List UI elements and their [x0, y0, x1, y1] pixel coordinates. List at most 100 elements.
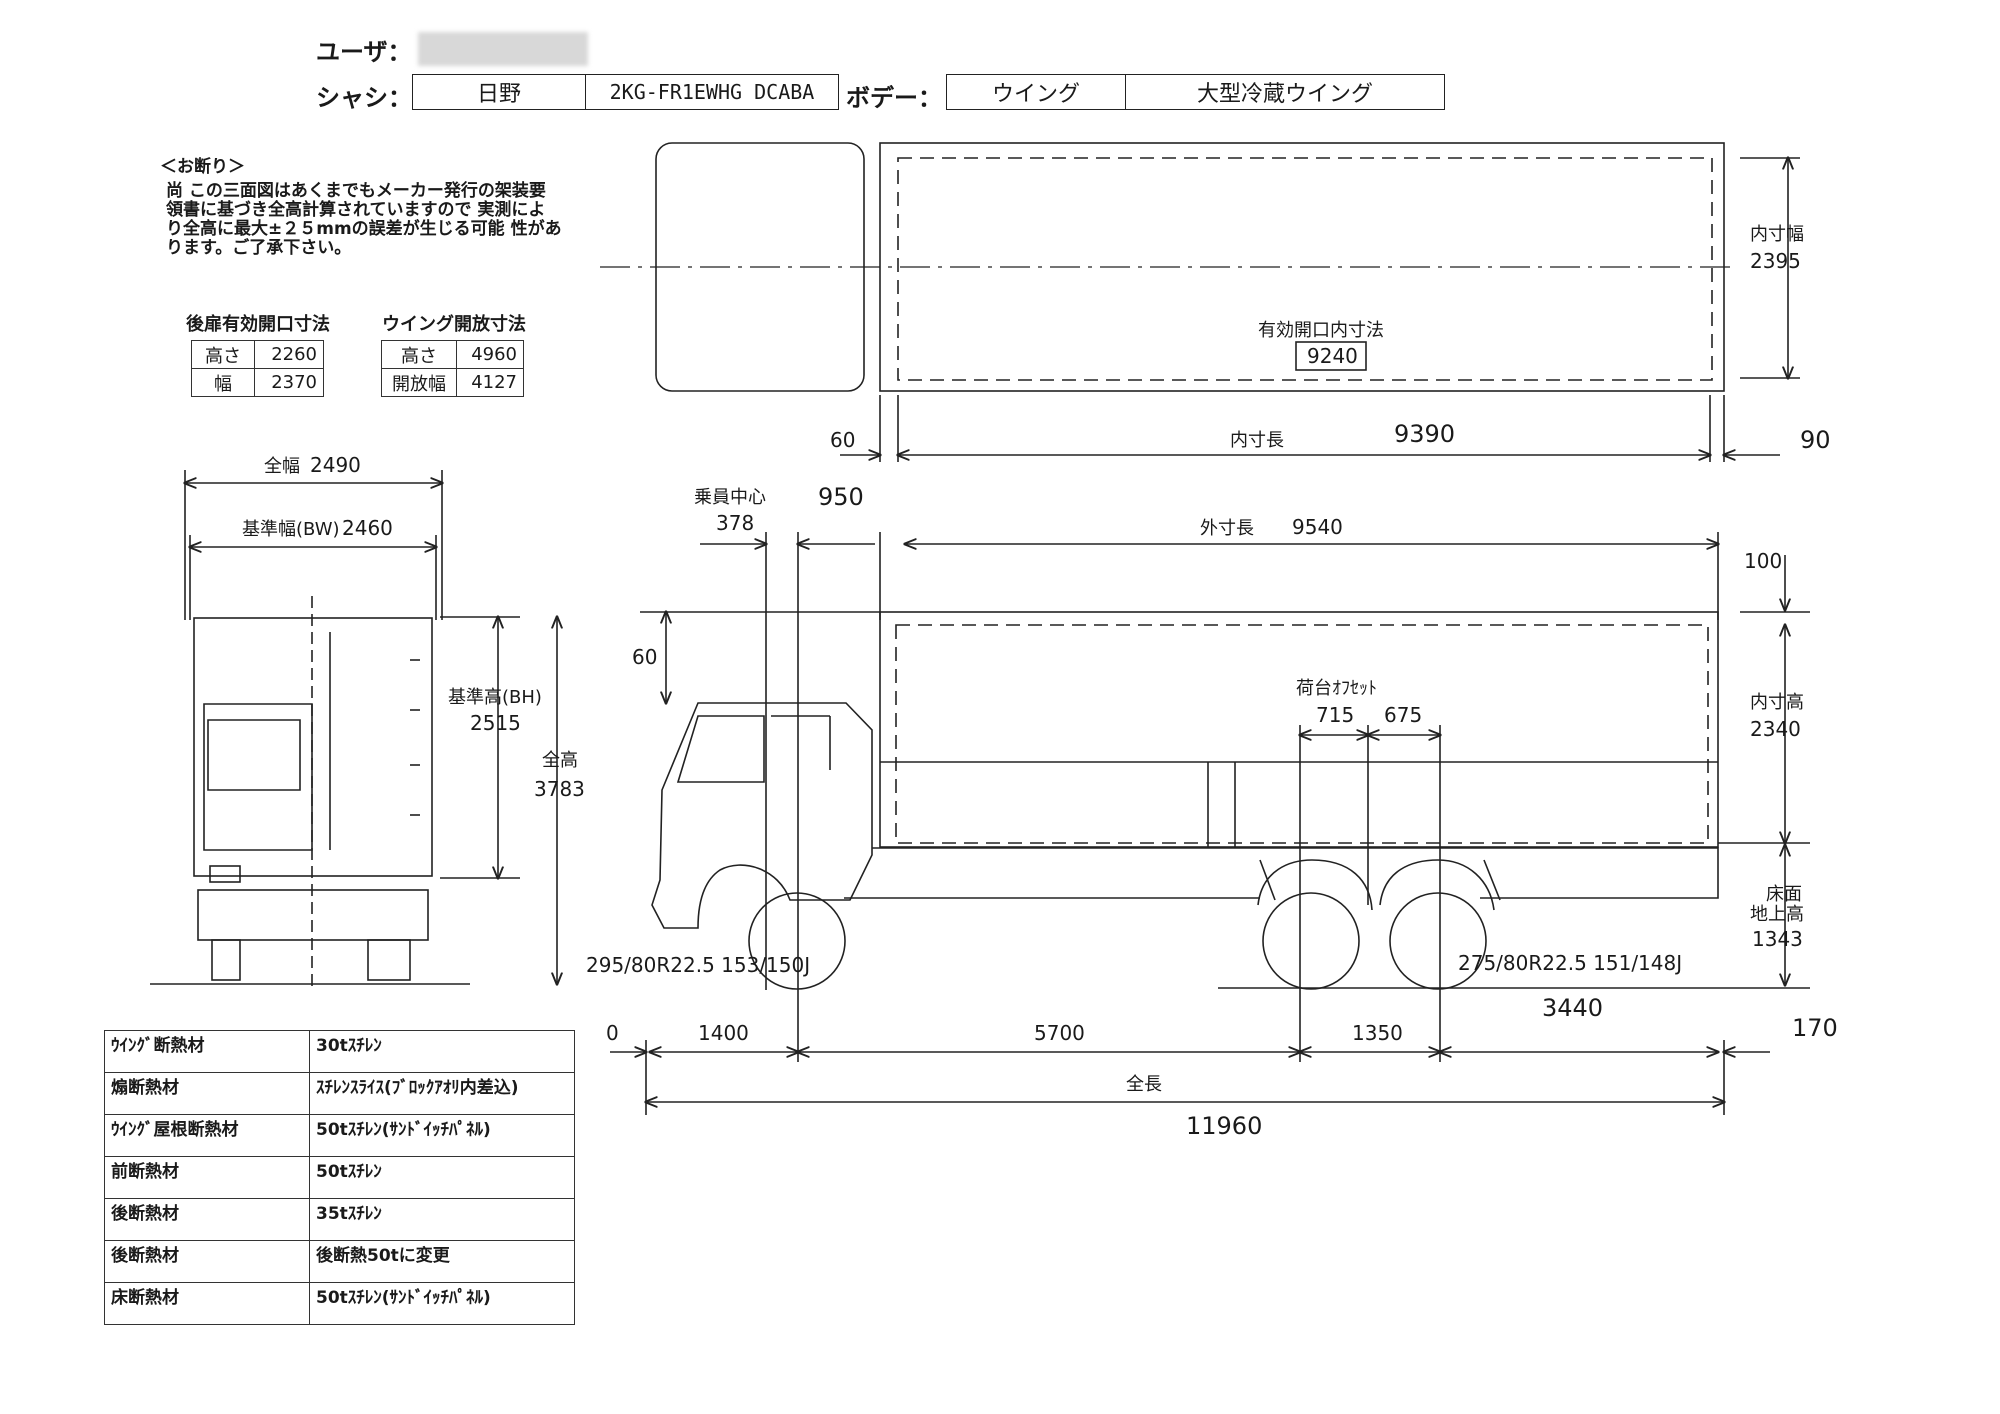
opening-value-box — [1295, 341, 1367, 371]
wing-open-width-key: 開放幅 — [381, 368, 457, 397]
overall-width-label: 全幅 — [264, 456, 300, 477]
material-key: ｳｲﾝｸﾞ屋根断熱材 — [104, 1114, 310, 1157]
front-view-tire-left — [211, 939, 241, 981]
inner-height-label: 内寸高 — [1750, 692, 1804, 713]
side-view-body-outer — [879, 611, 1719, 848]
deck-offset-label: 荷台ｵﾌｾｯﾄ — [1296, 678, 1377, 699]
rear-door-width-key: 幅 — [191, 368, 255, 397]
dim-front-overhang-value: 1400 — [698, 1021, 749, 1045]
notice-line-3: り全高に最大±２５mmの誤差が生じる可能 性があ — [166, 219, 562, 239]
notice-line-4: ります。ご了承下さい。 — [166, 238, 352, 258]
offset-a-value: 715 — [1316, 703, 1354, 727]
redacted-user-name — [418, 32, 588, 66]
table-row: 幅 2370 — [191, 368, 324, 397]
material-value: 35tｽﾁﾚﾝ — [309, 1198, 575, 1241]
total-height-value: 3783 — [534, 777, 585, 801]
wing-open-width-value: 4127 — [456, 368, 524, 397]
rear-door-height-value: 2260 — [254, 340, 324, 369]
dim-tandem-value: 1350 — [1352, 1021, 1403, 1045]
side-view-cab — [651, 702, 873, 929]
material-key: 煽断熱材 — [104, 1072, 310, 1115]
top-view-body-inner — [897, 157, 1713, 381]
table-row: 後断熱材後断熱50tに変更 — [104, 1240, 575, 1283]
front-view-headlight — [209, 865, 241, 883]
notice-line-1: 尚 この三面図はあくまでもメーカー発行の架装要 — [166, 181, 546, 201]
front-view-cab — [203, 703, 313, 851]
base-height-value: 2515 — [470, 711, 521, 735]
material-key: 後断熱材 — [104, 1198, 310, 1241]
wing-open-table: 高さ 4960 開放幅 4127 — [381, 340, 524, 397]
rear-door-table: 高さ 2260 幅 2370 — [191, 340, 324, 397]
material-key: 前断熱材 — [104, 1156, 310, 1199]
front-view-tire-right — [367, 939, 411, 981]
side-view-body-inner — [895, 624, 1709, 844]
body-type: ウイング — [946, 74, 1126, 110]
rear-fender-1 — [1257, 859, 1373, 911]
rear-fender-2 — [1379, 859, 1495, 911]
rear-door-height-key: 高さ — [191, 340, 255, 369]
side-view-rear-wheel-2 — [1389, 892, 1487, 990]
rear-gap-value: 90 — [1800, 426, 1831, 454]
overall-length-value: 11960 — [1186, 1112, 1262, 1140]
front-view-box — [193, 617, 433, 877]
opening-value: 9240 — [1307, 344, 1358, 368]
floor-height-value: 1343 — [1752, 927, 1803, 951]
table-row: 高さ 2260 — [191, 340, 324, 369]
side-view-rear-wheel-1 — [1262, 892, 1360, 990]
user-label: ユーザ： — [316, 38, 412, 66]
material-key: 後断熱材 — [104, 1240, 310, 1283]
offset-b-value: 675 — [1384, 703, 1422, 727]
notice-line-2: 領書に基づき全高計算されていますので 実測によ — [166, 200, 546, 220]
outer-length-label: 外寸長 — [1200, 518, 1254, 539]
material-value: 50tｽﾁﾚﾝ(ｻﾝﾄﾞｲｯﾁﾊﾟﾈﾙ) — [309, 1114, 575, 1157]
chassis-model: 2KG-FR1EWHG DCABA — [585, 74, 839, 110]
material-value: ｽﾁﾚﾝｽﾗｲｽ(ﾌﾞﾛｯｸｱｵﾘ内差込) — [309, 1072, 575, 1115]
total-height-label: 全高 — [542, 750, 578, 771]
front-view-bumper — [197, 889, 429, 941]
material-value: 50tｽﾁﾚﾝ — [309, 1156, 575, 1199]
occupant-center-value: 378 — [716, 511, 754, 535]
table-row: 開放幅 4127 — [381, 368, 524, 397]
floor-height-label-2: 地上高 — [1750, 904, 1804, 925]
material-value: 後断熱50tに変更 — [309, 1240, 575, 1283]
inner-length-label: 内寸長 — [1230, 430, 1284, 451]
overall-width-value: 2490 — [310, 453, 361, 477]
wing-open-height-key: 高さ — [381, 340, 457, 369]
side-view-front-wheel — [748, 892, 846, 990]
table-row: 高さ 4960 — [381, 340, 524, 369]
rear-tire-spec: 275/80R22.5 151/148J — [1458, 951, 1682, 975]
cab-gap-value: 60 — [632, 645, 657, 669]
inner-height-value: 2340 — [1750, 717, 1801, 741]
chassis-maker: 日野 — [412, 74, 586, 110]
wing-open-title: ウイング開放寸法 — [382, 314, 526, 335]
rear-door-width-value: 2370 — [254, 368, 324, 397]
material-key: ｳｲﾝｸﾞ断熱材 — [104, 1030, 310, 1073]
base-width-value: 2460 — [342, 516, 393, 540]
dim-rear-extra-value: 170 — [1792, 1014, 1838, 1042]
material-key: 床断熱材 — [104, 1282, 310, 1325]
inner-width-value: 2395 — [1750, 249, 1801, 273]
occupant-center-label: 乗員中心 — [694, 487, 766, 508]
overall-length-label: 全長 — [1126, 1074, 1162, 1095]
outer-length-value: 9540 — [1292, 515, 1343, 539]
material-value: 30tｽﾁﾚﾝ — [309, 1030, 575, 1073]
wing-open-height-value: 4960 — [456, 340, 524, 369]
table-row: 煽断熱材ｽﾁﾚﾝｽﾗｲｽ(ﾌﾞﾛｯｸｱｵﾘ内差込) — [104, 1072, 575, 1115]
inner-length-value: 9390 — [1394, 420, 1455, 448]
roof-gap-value: 100 — [1744, 549, 1782, 573]
side-view-cab-window — [676, 715, 765, 783]
opening-label: 有効開口内寸法 — [1258, 320, 1384, 341]
body-label: ボデー： — [846, 84, 942, 112]
chassis-label: シャシ： — [316, 84, 412, 112]
inner-width-label: 内寸幅 — [1750, 224, 1804, 245]
rear-overhang-value: 3440 — [1542, 994, 1603, 1022]
base-height-label: 基準高(BH) — [448, 687, 542, 708]
front-gap-value: 60 — [830, 428, 855, 452]
